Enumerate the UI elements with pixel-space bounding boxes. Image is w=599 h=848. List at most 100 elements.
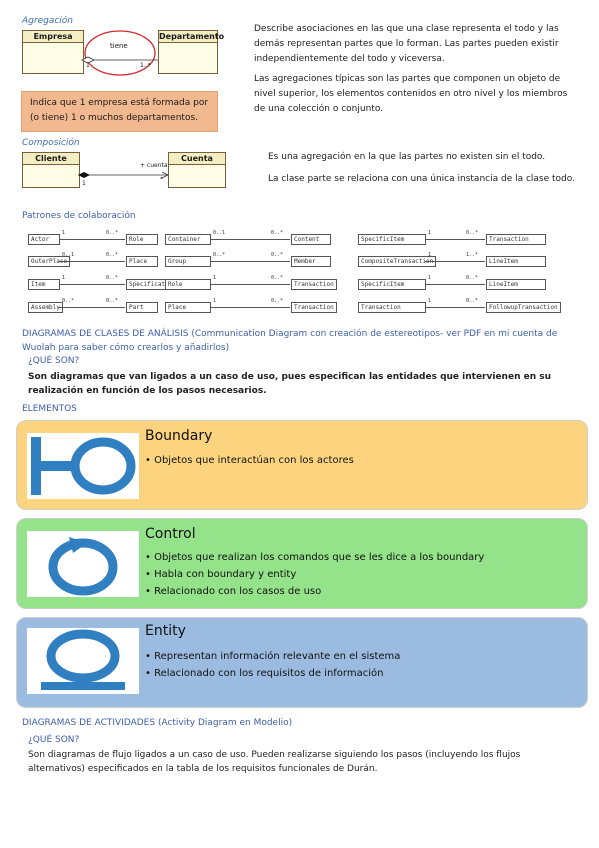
pattern-class-b: FollowupTransaction — [486, 302, 561, 313]
list-item: Relacionado con los requisitos de inform… — [145, 665, 400, 682]
list-item: Relacionado con los casos de uso — [145, 583, 484, 600]
pattern-mult-a: 1 — [213, 275, 217, 281]
pattern-mult-a: 1 — [62, 230, 66, 236]
pattern-mult-a: 1 — [213, 298, 217, 304]
entity-icon — [27, 628, 139, 694]
composicion-association — [78, 171, 169, 179]
card-boundary-title: Boundary — [145, 428, 213, 444]
card-boundary-list: Objetos que interactúan con los actores — [145, 452, 354, 469]
composition-diamond-icon — [78, 172, 90, 178]
pattern-mult-a: 1 — [62, 275, 66, 281]
pattern-mult-b: 0..* — [466, 298, 479, 304]
pattern-mult-a: 1 — [428, 230, 432, 236]
pattern-mult-b: 0..* — [106, 298, 119, 304]
pattern-class-b: Part — [126, 302, 158, 313]
actividades-answer: Son diagramas de flujo ligados a un caso… — [28, 750, 521, 774]
comp-mult-right: * — [160, 176, 163, 183]
pattern-class-b: Transaction — [291, 302, 337, 313]
mult-right: 1..* — [140, 62, 151, 69]
arrow-head-icon — [161, 171, 169, 179]
card-control-list: Objetos que realizan los comandos que se… — [145, 549, 484, 600]
class-cliente: Cliente — [22, 152, 80, 188]
class-cliente-name: Cliente — [23, 153, 79, 165]
class-empresa-name: Empresa — [23, 31, 83, 43]
list-item: Representan información relevante en el … — [145, 648, 400, 665]
pattern-link — [425, 239, 485, 240]
agregacion-note: Indica que 1 empresa está formada por (o… — [21, 91, 218, 132]
pattern-mult-b: 0..* — [271, 252, 284, 258]
pattern-link — [59, 307, 125, 308]
pattern-class-a: SpecificItem — [358, 234, 426, 245]
class-empresa: Empresa — [22, 30, 84, 74]
pattern-link — [59, 284, 125, 285]
pattern-link — [210, 307, 290, 308]
list-item: Objetos que realizan los comandos que se… — [145, 549, 484, 566]
pattern-mult-b: 0..* — [106, 275, 119, 281]
pattern-class-b: LineItem — [486, 279, 546, 290]
pattern-link — [59, 239, 125, 240]
analisis-question: ¿QUÉ SON? — [28, 356, 80, 366]
agregacion-desc-1: Describe asociaciones en las que una cla… — [254, 24, 559, 64]
class-departamento: Departamento — [158, 30, 224, 74]
actividades-question: ¿QUÉ SON? — [28, 735, 80, 745]
pattern-class-b: Role — [126, 234, 158, 245]
pattern-mult-b: 0..* — [271, 275, 284, 281]
aggregation-diamond-icon — [81, 56, 95, 64]
pattern-link — [59, 261, 125, 262]
patrones-title: Patrones de colaboración — [22, 211, 136, 221]
class-cuenta-name: Cuenta — [169, 153, 225, 165]
pattern-mult-b: 1..* — [466, 252, 479, 258]
pattern-class-b: Content — [291, 234, 331, 245]
pattern-mult-b: 0..* — [106, 252, 119, 258]
composicion-title: Composición — [22, 138, 80, 148]
agregacion-desc-2: Las agregaciones típicas son las partes … — [254, 74, 568, 114]
card-entity: Entity Representan información relevante… — [16, 617, 588, 708]
pattern-mult-b: 0..* — [466, 230, 479, 236]
pattern-link — [210, 284, 290, 285]
assoc-label: tiene — [110, 42, 128, 50]
pattern-class-b: Place — [126, 256, 158, 267]
pattern-link — [425, 284, 485, 285]
comp-mult-left: 1 — [82, 180, 86, 187]
analisis-heading: DIAGRAMAS DE CLASES DE ANÁLISIS (Communi… — [22, 329, 558, 353]
list-item: Objetos que interactúan con los actores — [145, 452, 354, 469]
pattern-mult-b: 0..* — [106, 230, 119, 236]
agregacion-association — [81, 30, 158, 76]
pattern-mult-a: 0..1 — [213, 230, 226, 236]
pattern-class-a: Role — [165, 279, 211, 290]
card-boundary: Boundary Objetos que interactúan con los… — [16, 420, 588, 510]
composicion-desc-2: La clase parte se relaciona con una únic… — [268, 174, 575, 184]
card-entity-list: Representan información relevante en el … — [145, 648, 400, 682]
pattern-mult-b: 0..* — [271, 230, 284, 236]
pattern-class-a: SpecificItem — [358, 279, 426, 290]
pattern-class-a: Item — [28, 279, 60, 290]
pattern-class-a: Actor — [28, 234, 60, 245]
actividades-heading: DIAGRAMAS DE ACTIVIDADES (Activity Diagr… — [22, 718, 293, 728]
pattern-link — [425, 261, 485, 262]
pattern-mult-b: 0..* — [271, 298, 284, 304]
boundary-icon — [27, 433, 139, 499]
card-entity-title: Entity — [145, 623, 186, 639]
pattern-mult-b: 0..* — [466, 275, 479, 281]
list-item: Habla con boundary y entity — [145, 566, 484, 583]
card-control-title: Control — [145, 526, 196, 542]
analisis-answer: Son diagramas que van ligados a un caso … — [28, 372, 552, 396]
pattern-mult-a: 1 — [428, 298, 432, 304]
class-cuenta: Cuenta — [168, 152, 226, 188]
pattern-mult-a: 0..* — [62, 298, 75, 304]
pattern-class-b: Transaction — [486, 234, 546, 245]
pattern-class-a: Container — [165, 234, 211, 245]
pattern-mult-a: 0..1 — [62, 252, 75, 258]
pattern-class-a: Place — [165, 302, 211, 313]
elements-heading: ELEMENTOS — [22, 404, 77, 414]
pattern-mult-a: 1 — [428, 275, 432, 281]
card-control: Control Objetos que realizan los comando… — [16, 518, 588, 609]
pattern-class-b: LineItem — [486, 256, 546, 267]
pattern-class-a: Group — [165, 256, 211, 267]
pattern-class-a: Transaction — [358, 302, 426, 313]
control-icon — [27, 531, 139, 597]
pattern-link — [210, 239, 290, 240]
comp-assoc-label: + cuenta — [140, 162, 168, 169]
pattern-link — [210, 261, 290, 262]
pattern-class-a: Assembly — [28, 302, 63, 313]
